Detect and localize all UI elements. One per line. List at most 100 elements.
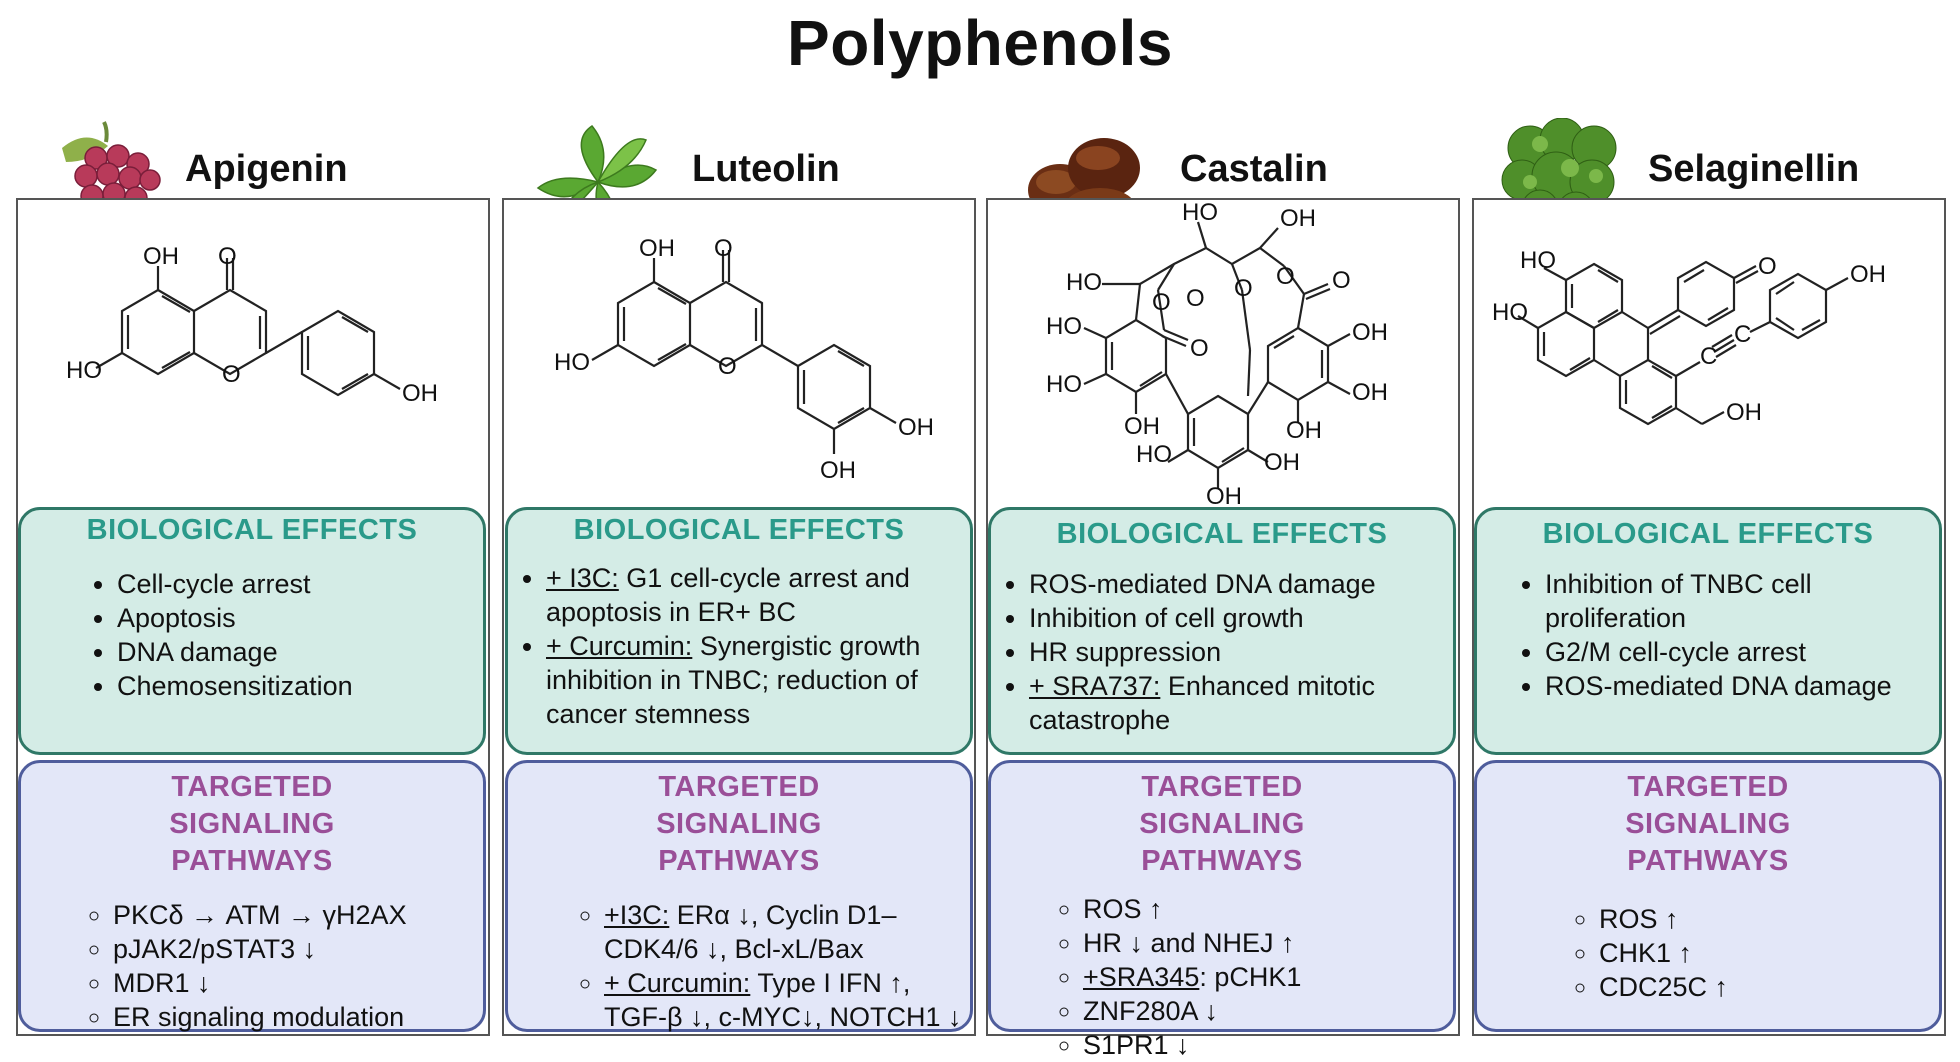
label-o: O xyxy=(1758,253,1777,280)
label-oh: OH xyxy=(1850,261,1886,288)
list-item: MDR1 ↓ xyxy=(113,966,475,1000)
label-o: O xyxy=(1186,285,1205,312)
list-item: ROS ↑ xyxy=(1083,892,1445,926)
list-item: Cell-cycle arrest xyxy=(117,567,475,601)
list-item-text: S1PR1 ↓ xyxy=(1083,1030,1190,1060)
list-item: ROS ↑ xyxy=(1599,902,1931,936)
pathways-list: +I3C: ERα ↓, Cyclin D1–CDK4/6 ↓, Bcl-xL/… xyxy=(516,898,962,1034)
label-oh: OH xyxy=(1286,417,1322,444)
list-item: +I3C: ERα ↓, Cyclin D1–CDK4/6 ↓, Bcl-xL/… xyxy=(604,898,962,966)
list-item-text: Inhibition of TNBC cell proliferation xyxy=(1545,569,1812,633)
pathways-title: TARGETED SIGNALING PATHWAYS xyxy=(1625,771,1791,877)
label-oh: OH xyxy=(1206,483,1242,510)
list-item: HR ↓ and NHEJ ↑ xyxy=(1083,926,1445,960)
list-item: G2/M cell-cycle arrest xyxy=(1545,635,1931,669)
list-item: + SRA737: Enhanced mitotic catastrophe xyxy=(1029,669,1445,737)
list-item: CDC25C ↑ xyxy=(1599,970,1931,1004)
list-item-text: ROS-mediated DNA damage xyxy=(1545,671,1892,701)
label-oh: OH xyxy=(898,414,934,441)
list-item-text: CHK1 ↑ xyxy=(1599,938,1693,968)
effects-title: BIOLOGICAL EFFECTS xyxy=(1542,518,1874,550)
page-title: Polyphenols xyxy=(787,7,1173,79)
list-item-text: ROS ↑ xyxy=(1083,894,1163,924)
compound-name-luteolin: Luteolin xyxy=(692,148,840,190)
label-ho: HO xyxy=(1182,200,1218,226)
list-item-text: G2/M cell-cycle arrest xyxy=(1545,637,1807,667)
label-ho: HO xyxy=(1046,313,1082,340)
list-item: +SRA345: pCHK1 xyxy=(1083,960,1445,994)
effects-title: BIOLOGICAL EFFECTS xyxy=(573,514,905,546)
label-ho: HO xyxy=(1136,441,1172,468)
label-oh: OH xyxy=(1352,379,1388,406)
list-item: + I3C: G1 cell-cycle arrest and apoptosi… xyxy=(546,561,962,629)
pathways-title: TARGETED SIGNALING PATHWAYS xyxy=(169,771,335,877)
list-item: S1PR1 ↓ xyxy=(1083,1028,1445,1062)
signaling-pathways-luteolin: TARGETED SIGNALING PATHWAYS +I3C: ERα ↓,… xyxy=(505,760,973,1032)
label-ho: HO xyxy=(1520,247,1556,274)
list-item-text: Type I IFN ↑, TGF-β ↓, c-MYC↓, NOTCH1 ↓ xyxy=(604,968,962,1032)
list-item: ROS-mediated DNA damage xyxy=(1029,567,1445,601)
label-oh: OH xyxy=(1280,205,1316,232)
label-oh: OH xyxy=(1352,319,1388,346)
label-o: O xyxy=(1152,289,1171,316)
list-item-text: Apoptosis xyxy=(117,603,236,633)
signaling-pathways-selaginellin: TARGETED SIGNALING PATHWAYS ROS ↑ CHK1 ↑ C… xyxy=(1474,760,1942,1032)
list-item: HR suppression xyxy=(1029,635,1445,669)
signaling-pathways-apigenin: TARGETED SIGNALING PATHWAYS PKCδ → ATM →… xyxy=(18,760,486,1032)
list-item: Inhibition of TNBC cell proliferation xyxy=(1545,567,1931,635)
list-item-text: ZNF280A ↓ xyxy=(1083,996,1219,1026)
biological-effects-selaginellin: BIOLOGICAL EFFECTS Inhibition of TNBC ce… xyxy=(1474,507,1942,755)
label-oh: OH xyxy=(143,243,179,270)
combination-agent: + Curcumin: xyxy=(546,631,693,661)
label-o: O xyxy=(1234,275,1253,302)
label-oh: OH xyxy=(639,235,675,262)
label-ho: HO xyxy=(1046,371,1082,398)
combination-agent: +SRA345 xyxy=(1083,962,1200,992)
pathways-title: TARGETED SIGNALING PATHWAYS xyxy=(656,771,822,877)
list-item: ER signaling modulation xyxy=(113,1000,475,1034)
list-item-text: MDR1 ↓ xyxy=(113,968,211,998)
label-ho: HO xyxy=(1492,299,1528,326)
label-ho: HO xyxy=(1066,269,1102,296)
list-item-text: ROS-mediated DNA damage xyxy=(1029,569,1376,599)
list-item-text: HR ↓ and NHEJ ↑ xyxy=(1083,928,1295,958)
luteolin-structure: OH O HO O OH OH xyxy=(554,235,934,484)
effects-list: Cell-cycle arrestApoptosisDNA damageChem… xyxy=(29,567,475,703)
list-item-text: Inhibition of cell growth xyxy=(1029,603,1304,633)
pathways-list: PKCδ → ATM → γH2AXpJAK2/pSTAT3 ↓MDR1 ↓ER… xyxy=(29,898,475,1034)
list-item-text: ER signaling modulation xyxy=(113,1002,405,1032)
list-item: PKCδ → ATM → γH2AX xyxy=(113,898,475,932)
label-o-ring: O xyxy=(718,353,737,380)
list-item-text: Synergistic growth inhibition in TNBC; r… xyxy=(546,631,921,729)
effects-title: BIOLOGICAL EFFECTS xyxy=(86,514,418,546)
list-item: ROS-mediated DNA damage xyxy=(1545,669,1931,703)
list-item: + Curcumin: Type I IFN ↑, TGF-β ↓, c-MYC… xyxy=(604,966,962,1034)
effects-list: ROS-mediated DNA damageInhibition of cel… xyxy=(999,567,1445,737)
label-oh: OH xyxy=(1726,399,1762,426)
pathways-list: ROS ↑ CHK1 ↑ CDC25C ↑ xyxy=(1485,902,1931,1004)
signaling-pathways-castalin: TARGETED SIGNALING PATHWAYS ROS ↑ HR ↓ an… xyxy=(988,760,1456,1060)
list-item-text: : pCHK1 xyxy=(1199,962,1302,992)
list-item-text: DNA damage xyxy=(117,637,278,667)
list-item: CHK1 ↑ xyxy=(1599,936,1931,970)
label-oh: OH xyxy=(820,457,856,484)
label-o: O xyxy=(1190,335,1209,362)
combination-agent: +I3C: xyxy=(604,900,670,930)
label-o: O xyxy=(218,243,237,270)
list-item-text: HR suppression xyxy=(1029,637,1222,667)
label-oh: OH xyxy=(1124,413,1160,440)
effects-list: + I3C: G1 cell-cycle arrest and apoptosi… xyxy=(516,561,962,731)
compound-name-apigenin: Apigenin xyxy=(185,148,348,190)
combination-agent: + Curcumin: xyxy=(604,968,751,998)
label-oh: OH xyxy=(1264,449,1300,476)
apigenin-structure: OH O HO O OH xyxy=(68,243,438,407)
label-ho: HO xyxy=(68,357,102,384)
list-item-text: Chemosensitization xyxy=(117,671,353,701)
effects-title: BIOLOGICAL EFFECTS xyxy=(1056,518,1388,550)
label-ho: HO xyxy=(554,349,590,376)
pathways-title: TARGETED SIGNALING PATHWAYS xyxy=(1139,771,1305,877)
biological-effects-apigenin: BIOLOGICAL EFFECTS Cell-cycle arrestApop… xyxy=(18,507,486,755)
list-item: + Curcumin: Synergistic growth inhibitio… xyxy=(546,629,962,731)
list-item-text: CDC25C ↑ xyxy=(1599,972,1729,1002)
list-item-text: ROS ↑ xyxy=(1599,904,1679,934)
